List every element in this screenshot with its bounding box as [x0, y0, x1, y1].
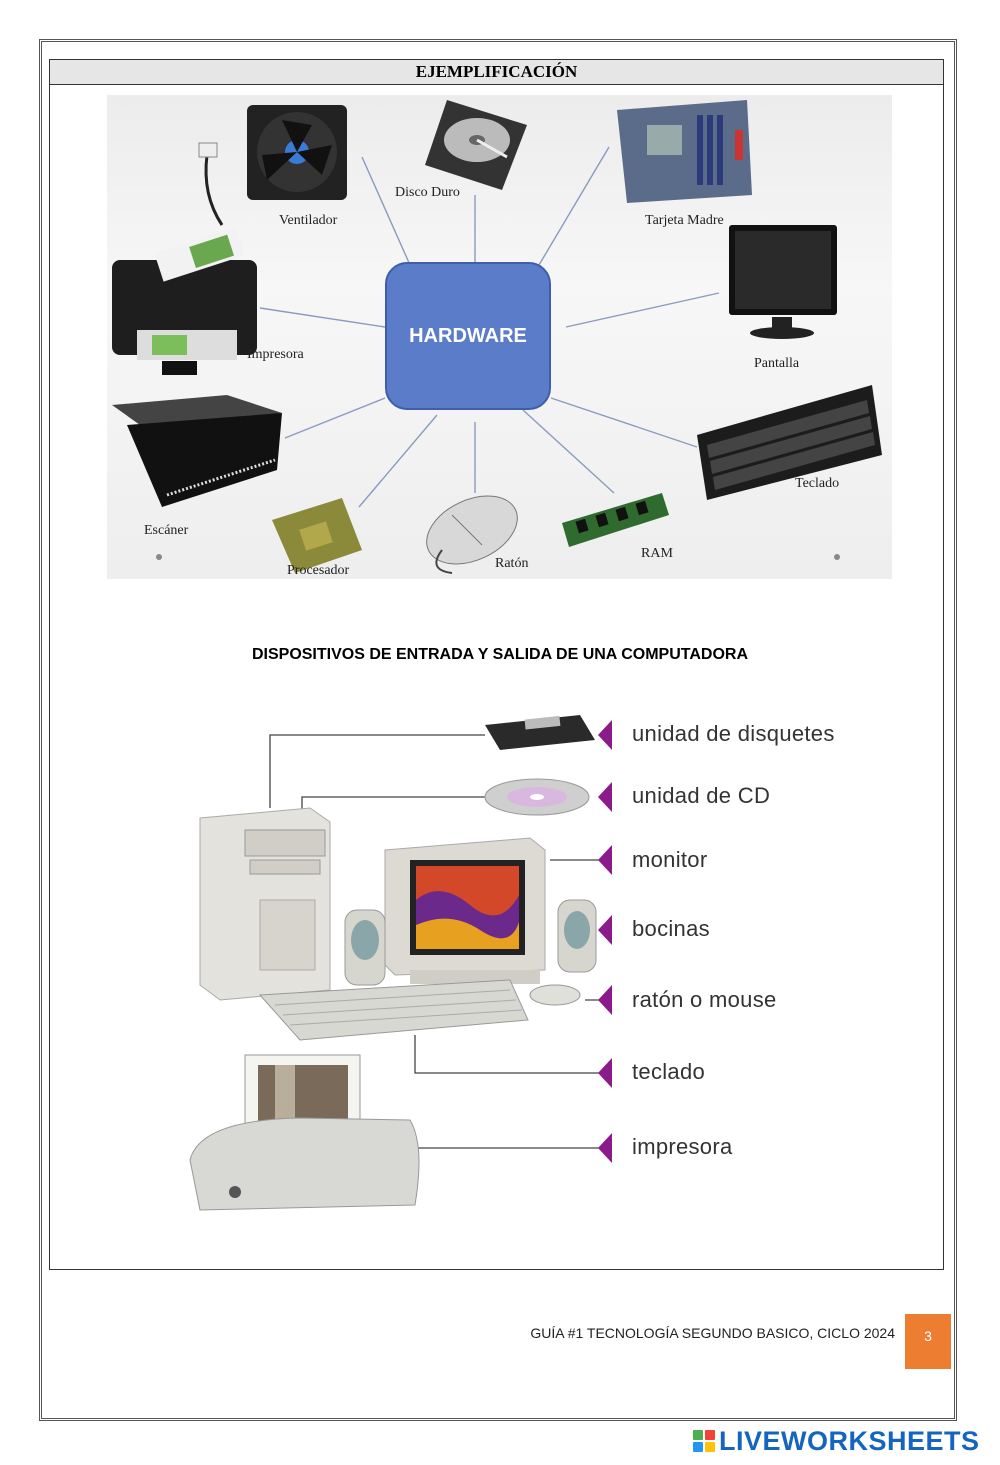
label-teclado: Teclado — [795, 476, 840, 491]
monitor-icon — [729, 225, 837, 339]
page-border — [39, 39, 957, 1421]
label-pantalla: Pantalla — [754, 356, 800, 371]
label-impresora-io: impresora — [632, 1134, 733, 1159]
label-teclado-io: teclado — [632, 1059, 706, 1084]
label-raton-mouse: ratón o mouse — [632, 987, 777, 1012]
label-ram: RAM — [641, 546, 673, 561]
hard-disk-icon — [425, 100, 527, 190]
computer-tower-icon — [199, 807, 331, 1001]
label-disco-duro: Disco Duro — [395, 185, 460, 200]
section-header: EJEMPLIFICACIÓN — [50, 60, 943, 85]
mindmap-connectors — [112, 100, 882, 574]
cd-icon — [484, 778, 590, 816]
mouse-icon — [426, 495, 518, 574]
io-section-title: DISPOSITIVOS DE ENTRADA Y SALIDA DE UNA … — [251, 646, 749, 663]
scanner-icon — [112, 395, 282, 507]
page-number-badge: 3 — [905, 1314, 951, 1369]
label-unidad-disquetes: unidad de disquetes — [632, 721, 835, 746]
ram-icon — [562, 493, 669, 547]
liveworksheets-brand[interactable]: LIVEWORKSHEETS — [693, 1425, 980, 1457]
label-procesador: Procesador — [287, 563, 350, 578]
io-devices-diagram: unidad de disquetes unidad de CD monitor… — [180, 700, 900, 1240]
label-monitor: monitor — [632, 847, 708, 872]
arrow-markers — [598, 720, 612, 1163]
fan-icon — [198, 105, 347, 226]
io-illustration — [189, 715, 612, 1211]
hardware-hub: HARDWARE — [385, 262, 551, 410]
crt-monitor-icon — [384, 837, 546, 984]
motherboard-icon — [617, 100, 752, 203]
keyboard-mouse-icon — [258, 979, 581, 1041]
brand-name: LIVEWORKSHEETS — [719, 1425, 980, 1456]
printer-icon — [112, 226, 257, 375]
hardware-mindmap: HARDWARE Ventilador Disco Duro Tarjeta M… — [107, 95, 892, 579]
content-box: EJEMPLIFICACIÓN — [49, 59, 944, 1270]
label-tarjeta-madre: Tarjeta Madre — [645, 213, 724, 228]
footer-guide-title: GUÍA #1 TECNOLOGÍA SEGUNDO BASICO, CICLO… — [530, 1325, 895, 1341]
speakers-icon — [344, 899, 597, 986]
floppy-drive-icon — [485, 715, 595, 750]
label-raton: Ratón — [495, 556, 529, 571]
processor-icon — [272, 498, 362, 573]
inkjet-printer-icon — [189, 1054, 420, 1211]
label-unidad-cd: unidad de CD — [632, 783, 771, 808]
label-escaner: Escáner — [144, 523, 189, 538]
keyboard-icon — [697, 385, 882, 500]
liveworksheets-logo-icon — [693, 1430, 715, 1452]
label-ventilador: Ventilador — [279, 213, 338, 228]
label-bocinas: bocinas — [632, 916, 710, 941]
label-impresora: Impresora — [247, 347, 304, 362]
